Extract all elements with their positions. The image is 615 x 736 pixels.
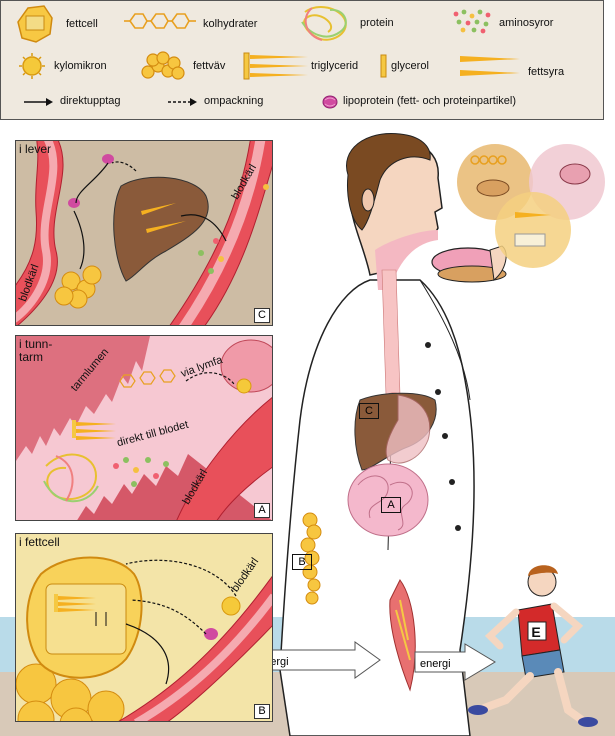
- panel-liver-art: [16, 141, 272, 325]
- stomach-organ: [385, 394, 431, 464]
- triglycerid-icon: [243, 52, 308, 80]
- body-label-b: B: [292, 554, 312, 570]
- head: [346, 133, 443, 290]
- runner-illustration: [468, 565, 598, 727]
- panel-intestine-tag: A: [254, 503, 270, 518]
- panel-fatcell-art: [16, 556, 272, 721]
- direktupptag-arrow-icon: [24, 98, 53, 106]
- body-label-a: A: [381, 497, 401, 513]
- panel-liver: i lever blodkärl blodkärl C: [15, 140, 273, 326]
- panel-liver-tag: C: [254, 308, 270, 323]
- panel-intestine-art: [16, 336, 272, 520]
- intestine-organ: [347, 463, 429, 537]
- panel-fatcell-tag: B: [254, 704, 270, 719]
- sandwich: [431, 245, 507, 283]
- fettsyra-icon: [460, 56, 520, 76]
- legend-fettsyra: fettsyra: [528, 66, 565, 78]
- person-illustration: [279, 133, 507, 736]
- legend: fettcell kolhydrater protein aminosyror …: [0, 0, 604, 120]
- body-label-c: C: [359, 403, 379, 419]
- ompackning-arrow-icon: [168, 98, 197, 106]
- fettcell-icon: [17, 5, 53, 43]
- panel-fatcell: i fettcell blodkärl B: [15, 533, 273, 722]
- legend-aminosyror: aminosyror: [499, 17, 554, 29]
- legend-kylomikron: kylomikron: [54, 60, 107, 72]
- legend-triglycerid: triglycerid: [311, 60, 359, 72]
- aminosyror-icon: [453, 9, 491, 34]
- runner-bib: E: [531, 624, 541, 640]
- legend-fettvav: fettväv: [193, 60, 226, 72]
- legend-fettcell: fettcell: [66, 18, 98, 30]
- glycerol-icon: [380, 54, 387, 78]
- fettvav-icon: [141, 51, 185, 80]
- legend-glycerol: glycerol: [391, 60, 429, 72]
- protein-icon: [301, 5, 347, 41]
- panel-fatcell-title: i fettcell: [19, 535, 60, 549]
- kolhydrater-icon: [124, 13, 196, 29]
- fat-tissue: [300, 512, 322, 605]
- kylomikron-icon: [19, 53, 45, 79]
- legend-protein: protein: [360, 17, 394, 29]
- legend-ompackning: ompackning: [204, 95, 264, 107]
- legend-direktupptag: direktupptag: [60, 95, 121, 107]
- legend-icons: [17, 5, 520, 109]
- legend-kolhydrater: kolhydrater: [203, 18, 258, 30]
- lipoprotein-icon: [322, 95, 338, 109]
- panel-intestine: i tunn- tarm tarmlumen via lymfa direkt …: [15, 335, 273, 521]
- panel-intestine-title-1: i tunn-: [19, 337, 53, 351]
- panel-liver-title: i lever: [19, 142, 52, 156]
- legend-lipoprotein: lipoprotein (fett- och proteinpartikel): [343, 95, 517, 107]
- energi-label-2: energi: [420, 658, 451, 670]
- food-bubbles: [457, 144, 605, 268]
- panel-intestine-title-2: tarm: [19, 350, 43, 364]
